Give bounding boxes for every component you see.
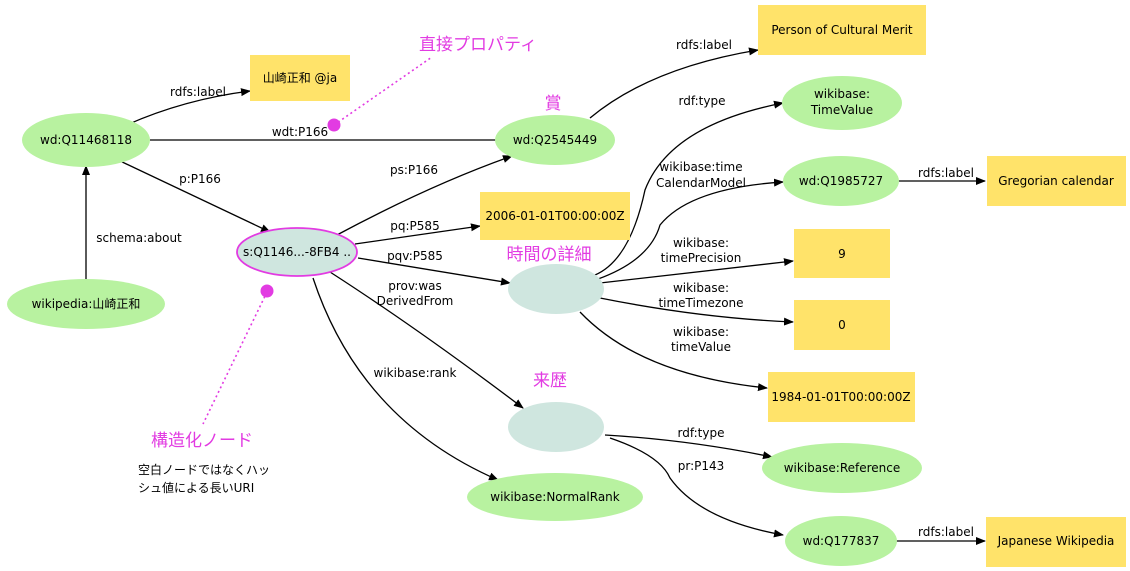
edge-rdfs-label-2 [589,47,759,119]
node-statement[interactable]: s:Q1146...-8FB4 .. [236,227,358,277]
edge-label-rdfs-label-1: rdfs:label [170,85,226,99]
note-line-2: シュ値による長いURI [138,480,254,495]
literal-text-precision: 9 [838,247,846,261]
node-label-wikibase-reference: wikibase:Reference [784,461,901,475]
node-time-value-blank[interactable] [508,264,604,314]
node-label-statement: s:Q1146...-8FB4 .. [243,245,351,259]
literal-text-date-2006: 2006-01-01T00:00:00Z [485,209,624,223]
node-wd-q177837[interactable]: wd:Q177837 [785,516,897,566]
node-wikibase-timevalue[interactable]: wikibase: TimeValue [782,76,902,130]
edge-label-ps-p166: ps:P166 [390,163,438,177]
annotation-dot-structured-node [260,284,274,298]
edge-p-p166 [117,159,271,233]
literal-japanese-wikipedia[interactable]: Japanese Wikipedia [986,517,1126,567]
edge-label-timevalue-l2: timeValue [671,340,731,354]
literal-text-timezone: 0 [838,318,846,332]
literal-gregorian-calendar[interactable]: Gregorian calendar [987,156,1126,206]
edge-time-timezone [599,297,794,326]
edge-wikibase-rank [312,277,499,481]
edge-label-calmodel-l1: wikibase:time [659,160,742,174]
edge-pqv-p585 [357,257,511,286]
literal-date-2006[interactable]: 2006-01-01T00:00:00Z [480,192,630,240]
annotation-structured-node: 構造化ノード [151,431,253,451]
annotation-direct-property: 直接プロパティ [419,35,537,55]
edge-label-prov-l2: DerivedFrom [377,294,454,308]
edge-label-wdt-p166: wdt:P166 [272,125,328,139]
node-label-wd-q2545449: wd:Q2545449 [513,133,597,147]
edge-label-precision-l1: wikibase: [673,236,729,250]
annotation-award: 賞 [545,94,562,114]
edge-label-rdf-type-1: rdf:type [679,94,726,108]
edge-label-pq-p585: pq:P585 [390,219,439,233]
literal-label-ja[interactable]: 山崎正和 @ja [250,55,350,101]
annotation-dot-direct-property [327,118,341,132]
edge-label-prov-l1: prov:was [388,279,442,293]
edge-time-calendar-model [597,178,784,280]
edge-label-rdf-type-2: rdf:type [678,426,725,440]
node-label-wikipedia: wikipedia:山崎正和 [32,297,141,311]
literal-date-1984[interactable]: 1984-01-01T00:00:00Z [768,372,915,422]
node-wikibase-reference[interactable]: wikibase:Reference [762,443,922,493]
edge-rdf-type-1 [594,100,784,276]
edge-label-timezone-l1: wikibase: [673,281,729,295]
edge-pq-p585 [354,223,481,245]
annotation-connector-structured-node [202,291,268,425]
node-wd-q11468118[interactable]: wd:Q11468118 [22,113,150,167]
literal-person-cultural-merit[interactable]: Person of Cultural Merit [758,5,926,55]
node-wd-q2545449[interactable]: wd:Q2545449 [495,115,615,165]
literal-text-gregorian: Gregorian calendar [998,174,1114,188]
edge-prov-was-derived-from [329,271,524,409]
node-wd-q1985727[interactable]: wd:Q1985727 [783,156,899,206]
edge-time-value [579,311,768,392]
edge-rdf-type-2 [604,434,773,460]
edge-label-timezone-l2: timeTimezone [658,296,743,310]
edge-pr-p143 [609,437,784,538]
note-line-1: 空白ノードではなくハッ [138,462,270,477]
edge-ps-p166 [334,155,513,237]
node-label-timevalue-l1: wikibase: [814,87,870,101]
edge-time-precision [599,258,794,284]
node-reference-blank[interactable] [508,402,604,452]
literal-timezone-0[interactable]: 0 [794,300,890,350]
edge-label-pr-p143: pr:P143 [678,459,725,473]
node-wikipedia[interactable]: wikipedia:山崎正和 [7,279,165,329]
node-label-wd-q177837: wd:Q177837 [803,534,880,548]
node-label-normal-rank: wikibase:NormalRank [490,490,620,504]
literal-text-date-1984: 1984-01-01T00:00:00Z [771,390,910,404]
node-label-wd-q1985727: wd:Q1985727 [799,174,883,188]
edge-label-p-p166: p:P166 [179,172,221,186]
edge-label-timevalue-l1: wikibase: [673,325,729,339]
edge-label-rdfs-label-4: rdfs:label [918,525,974,539]
edge-label-precision-l2: timePrecision [661,251,742,265]
annotation-provenance: 来歴 [533,371,567,391]
edge-label-pqv-p585: pqv:P585 [387,249,443,263]
annotation-time-detail: 時間の詳細 [507,245,592,265]
edge-label-rdfs-label-3: rdfs:label [918,166,974,180]
literal-precision-9[interactable]: 9 [794,229,890,278]
literal-text-label-ja: 山崎正和 @ja [263,71,338,85]
edge-label-schema-about: schema:about [96,231,182,245]
node-wikibase-normalrank[interactable]: wikibase:NormalRank [467,473,643,521]
edge-label-rdfs-label-2: rdfs:label [676,38,732,52]
literal-text-person-cultural-merit: Person of Cultural Merit [771,23,913,37]
edge-label-calmodel-l2: CalendarModel [656,176,746,190]
edge-label-wikibase-rank: wikibase:rank [374,366,457,380]
node-label-wd-q11468118: wd:Q11468118 [40,133,132,147]
node-label-timevalue-l2: TimeValue [810,103,873,117]
literal-text-japanese-wikipedia: Japanese Wikipedia [997,534,1115,548]
